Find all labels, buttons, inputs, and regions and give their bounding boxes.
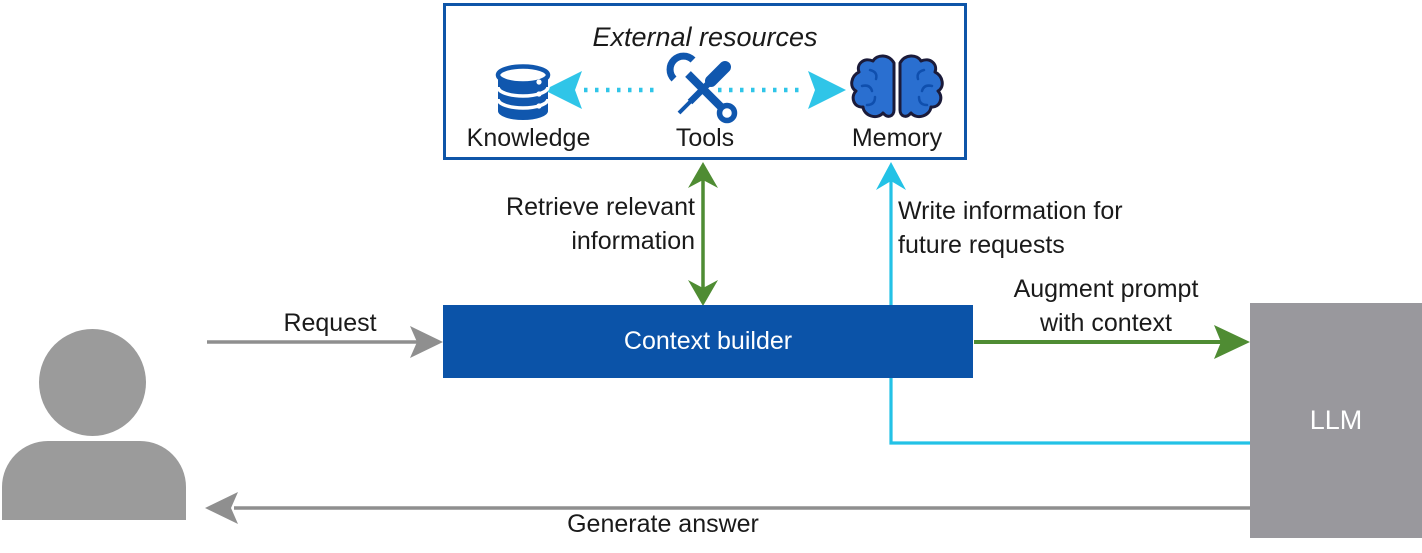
tools-icon [666, 52, 738, 124]
tools-label: Tools [675, 124, 735, 152]
retrieve-arrowhead-up [688, 162, 718, 188]
person-head [39, 329, 146, 436]
augment-label-line2: with context [1039, 309, 1172, 337]
llm-label: LLM [1309, 405, 1363, 435]
augment-arrowhead [1214, 325, 1250, 359]
database-icon [495, 64, 551, 120]
llm-box: LLM [1250, 303, 1422, 538]
context-builder-label: Context builder [623, 327, 793, 355]
augment-label-line1: Augment prompt [1013, 275, 1199, 303]
write-label: Write information for future requests [898, 194, 1188, 262]
person-body [2, 441, 186, 520]
retrieve-label-line1: Retrieve relevant [506, 193, 695, 221]
write-arrowhead [876, 162, 906, 190]
augment-label: Augment prompt with context [976, 272, 1236, 340]
knowledge-label: Knowledge [466, 124, 591, 152]
generate-answer-arrowhead [205, 492, 238, 524]
tools-to-knowledge-arrowhead [544, 71, 582, 109]
write-arrow-line [889, 178, 1250, 445]
write-label-line1: Write information for [898, 197, 1123, 225]
request-label: Request [283, 309, 377, 337]
retrieve-arrowhead-down [688, 280, 718, 306]
retrieve-label: Retrieve relevant information [395, 190, 695, 258]
memory-label: Memory [851, 124, 943, 152]
generate-answer-label: Generate answer [567, 510, 759, 538]
request-arrowhead [410, 326, 443, 358]
write-label-line2: future requests [898, 231, 1065, 259]
retrieve-label-line2: information [571, 227, 695, 255]
external-resources-title: External resources [592, 22, 818, 52]
brain-icon [850, 54, 944, 119]
tools-to-memory-arrowhead [808, 71, 846, 109]
context-builder-box: Context builder [443, 305, 973, 378]
